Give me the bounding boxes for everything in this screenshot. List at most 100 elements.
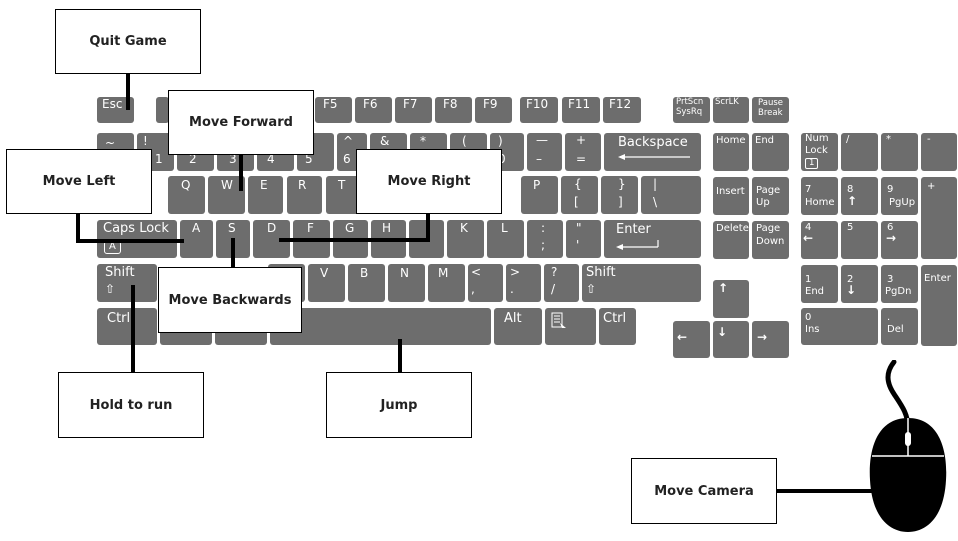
key-numpad-minus: -: [921, 133, 957, 171]
key-label: Pause: [758, 98, 783, 108]
key-left-ctrl: Ctrl: [97, 308, 157, 345]
connector-line: [279, 238, 430, 242]
key-equals: + =: [565, 133, 601, 171]
key-a: A: [180, 220, 213, 258]
key-label: SysRq: [676, 107, 703, 117]
key-label: T: [338, 178, 346, 192]
label-quit-game: Quit Game: [55, 9, 201, 74]
key-right-shift: Shift ⇧: [582, 264, 701, 302]
key-v: V: [308, 264, 345, 302]
label-hold-to-run: Hold to run: [58, 372, 204, 438]
left-arrow-icon: ←: [677, 330, 688, 344]
key-menu: [545, 308, 596, 345]
key-label: Lock: [805, 145, 828, 156]
label-move-forward: Move Forward: [168, 90, 314, 155]
key-label: ^: [343, 134, 354, 148]
key-numpad-9: 9 PgUp: [881, 177, 918, 215]
key-label: .: [887, 312, 891, 323]
connector-line: [131, 285, 135, 373]
key-label: 5: [847, 222, 854, 233]
key-label: 7: [805, 184, 812, 195]
key-f8: F8: [435, 97, 472, 123]
key-numpad-slash: /: [841, 133, 878, 171]
key-numpad-4: 4 ←: [801, 221, 838, 259]
key-label: Alt: [504, 311, 522, 326]
key-label: >: [510, 265, 521, 279]
key-label: R: [298, 178, 307, 192]
key-q: Q: [168, 176, 205, 214]
key-numpad-star: *: [881, 133, 918, 171]
key-f7: F7: [395, 97, 432, 123]
key-label: ;: [541, 238, 546, 252]
key-label: PrtScn: [676, 97, 704, 107]
key-label: [: [574, 195, 579, 209]
key-label: P: [533, 178, 541, 192]
key-numpad-8: 8 ↑: [841, 177, 878, 215]
label-text: Move Right: [387, 174, 471, 189]
key-numpad-0: 0 Ins: [801, 308, 878, 345]
connector-line: [76, 239, 184, 243]
label-text: Hold to run: [89, 397, 173, 413]
key-label: M: [438, 266, 449, 280]
key-pageup: Page Up: [752, 177, 789, 215]
key-label: Ctrl: [603, 311, 627, 326]
key-label: Caps Lock: [103, 221, 169, 236]
key-quote: " ': [566, 220, 601, 258]
key-f11: F11: [562, 97, 600, 123]
key-label: 3: [887, 274, 894, 285]
label-text: Move Backwards: [168, 292, 292, 308]
key-semicolon: : ;: [527, 220, 563, 258]
key-numpad-enter: Enter: [921, 265, 957, 346]
key-label: Page: [756, 185, 781, 196]
key-label: Esc: [102, 97, 123, 111]
key-pagedown: Page Down: [752, 221, 789, 259]
label-move-backwards: Move Backwards: [158, 267, 302, 333]
key-f6: F6: [355, 97, 392, 123]
key-label: 0: [805, 312, 812, 323]
label-text: Move Camera: [654, 483, 754, 499]
down-arrow-icon: ↓: [846, 283, 857, 297]
key-label: 8: [847, 184, 854, 195]
key-label: F11: [568, 97, 591, 111]
label-move-left: Move Left: [6, 149, 152, 214]
key-label: 4: [805, 222, 812, 233]
key-label: F6: [363, 97, 378, 111]
up-arrow-icon: ↑: [847, 194, 858, 208]
key-pause: Pause Break: [752, 97, 789, 123]
key-label: E: [260, 178, 268, 192]
key-label: Ins: [805, 324, 820, 335]
key-label: –: [536, 152, 542, 166]
key-label: 2: [189, 152, 197, 166]
key-label: Backspace: [618, 135, 688, 150]
key-label: L: [501, 221, 508, 235]
right-arrow-icon: →: [757, 330, 768, 344]
key-p: P: [521, 176, 558, 214]
label-text: Move Forward: [189, 115, 293, 130]
key-label: Enter: [924, 273, 951, 284]
key-n: N: [388, 264, 425, 302]
key-label: ScrLK: [715, 97, 739, 107]
key-f12: F12: [603, 97, 641, 123]
key-label: F9: [483, 97, 498, 111]
key-backspace: Backspace: [604, 133, 701, 171]
right-arrow-icon: →: [886, 231, 897, 245]
key-numpad-7: 7 Home: [801, 177, 838, 215]
key-down: ↓: [713, 321, 749, 358]
key-label: B: [360, 266, 369, 280]
key-label: F: [307, 221, 314, 235]
key-l: L: [487, 220, 524, 258]
label-text: Move Left: [42, 174, 116, 189]
key-label: &: [380, 134, 390, 148]
key-scrlk: ScrLK: [713, 97, 749, 123]
key-label: ": [576, 221, 582, 235]
key-k: K: [447, 220, 484, 258]
connector-line: [776, 489, 880, 493]
key-right: →: [752, 321, 789, 358]
key-label: {: [574, 177, 582, 191]
key-label: ]: [618, 195, 623, 209]
key-space: [270, 308, 491, 345]
enter-arrow-icon: [616, 240, 659, 250]
key-numpad-dot: . Del: [881, 308, 918, 345]
key-f1: [156, 97, 169, 123]
key-numpad-6: 6 →: [881, 221, 918, 259]
